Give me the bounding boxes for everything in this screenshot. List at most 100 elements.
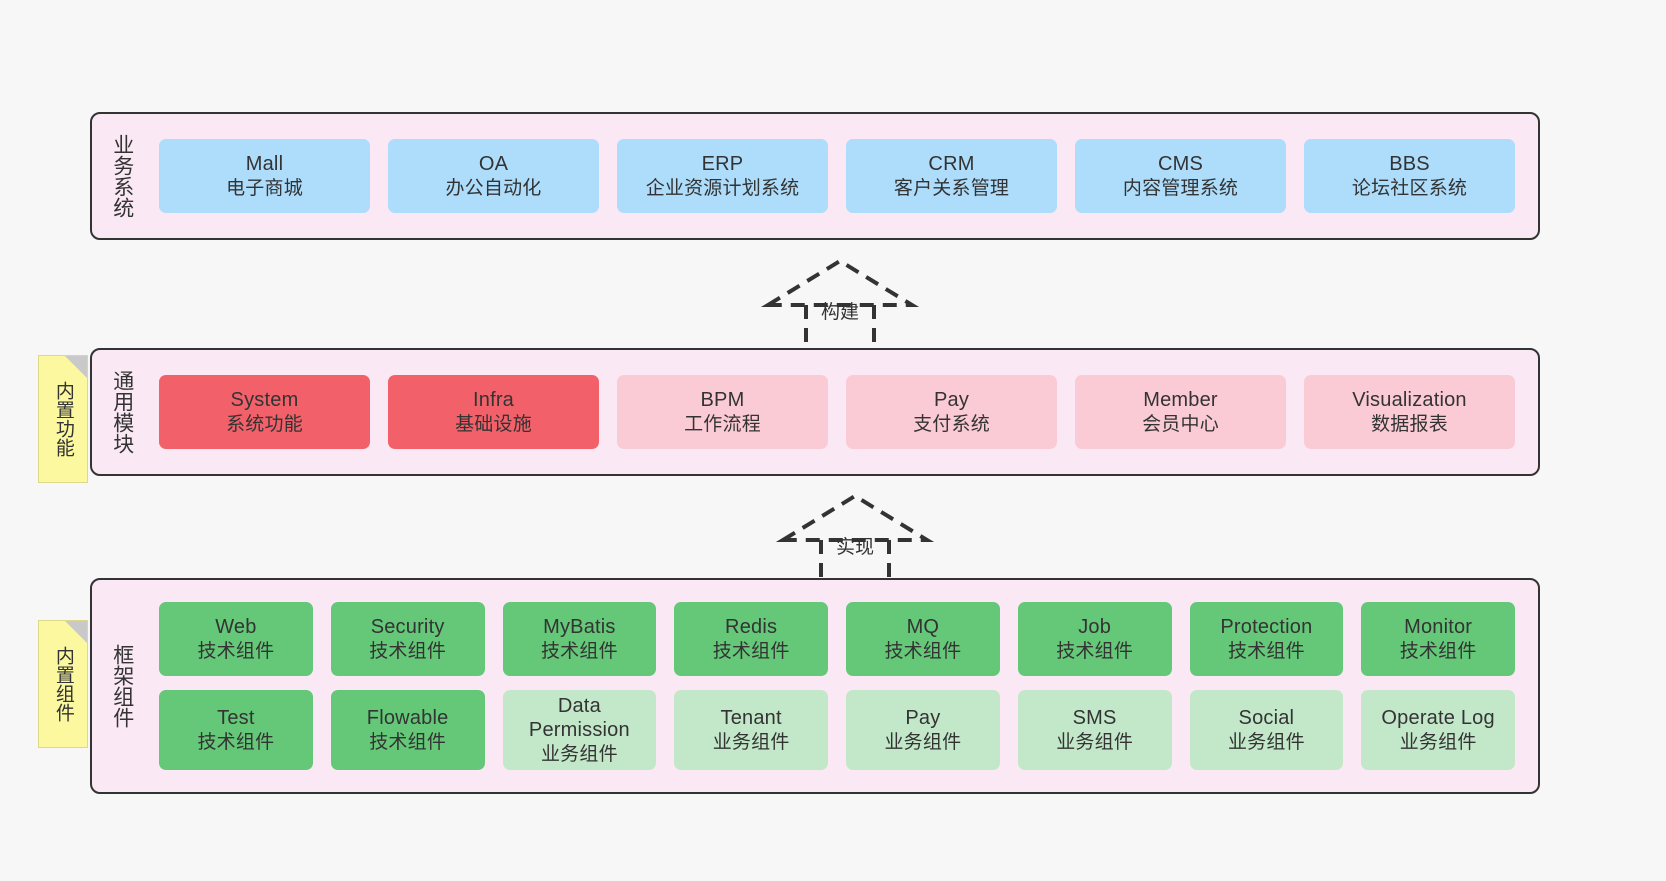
note-fold-corner-icon xyxy=(65,621,87,643)
node-subtitle: 基础设施 xyxy=(455,413,532,435)
node-title: CRM xyxy=(928,153,975,176)
node-job[interactable]: Job 技术组件 xyxy=(1017,602,1172,677)
note-label: 内置组件 xyxy=(52,646,74,722)
node-subtitle: 技术组件 xyxy=(540,640,618,662)
node-subtitle: 客户关系管理 xyxy=(893,177,1010,199)
layer-common-modules: 通用模块 System 系统功能 Infra 基础设施 BPM 工作流程 Pay… xyxy=(90,348,1540,476)
node-subtitle: 技术组件 xyxy=(369,731,447,753)
node-oa[interactable]: OA 办公自动化 xyxy=(388,139,599,213)
node-bbs[interactable]: BBS 论坛社区系统 xyxy=(1304,139,1515,213)
connector-label-build: 构建 xyxy=(820,302,860,323)
node-title: Web xyxy=(215,616,257,639)
node-title: Pay xyxy=(905,707,941,730)
node-subtitle: 业务组件 xyxy=(1056,731,1134,753)
node-title: Member xyxy=(1143,389,1218,412)
node-mybatis[interactable]: MyBatis 技术组件 xyxy=(502,602,657,677)
node-infra[interactable]: Infra 基础设施 xyxy=(388,375,599,449)
node-pay-module[interactable]: Pay 支付系统 xyxy=(846,375,1057,449)
layer-framework-components: 框架组件 Web 技术组件 Security 技术组件 MyBatis 技术组件… xyxy=(90,578,1540,794)
node-subtitle: 技术组件 xyxy=(712,640,790,662)
note-builtin-functions: 内置功能 xyxy=(38,355,88,483)
node-flowable[interactable]: Flowable 技术组件 xyxy=(330,690,485,770)
node-title: MQ xyxy=(906,616,940,639)
node-subtitle: 工作流程 xyxy=(684,413,761,435)
node-visualization[interactable]: Visualization 数据报表 xyxy=(1304,375,1515,449)
node-title: Social xyxy=(1238,707,1295,730)
node-test[interactable]: Test 技术组件 xyxy=(159,690,313,770)
node-title: ERP xyxy=(701,153,744,176)
layer-body-framework-components: Web 技术组件 Security 技术组件 MyBatis 技术组件 Redi… xyxy=(144,580,1538,792)
layer-title-common-modules: 通用模块 xyxy=(110,370,134,454)
node-protection[interactable]: Protection 技术组件 xyxy=(1189,602,1344,677)
node-subtitle: 技术组件 xyxy=(197,731,275,753)
note-builtin-components: 内置组件 xyxy=(38,620,88,748)
node-subtitle: 业务组件 xyxy=(884,731,962,753)
connector-build: 构建 xyxy=(760,255,920,355)
node-subtitle: 技术组件 xyxy=(197,640,275,662)
node-crm[interactable]: CRM 客户关系管理 xyxy=(846,139,1057,213)
node-redis[interactable]: Redis 技术组件 xyxy=(674,602,828,677)
node-title: Monitor xyxy=(1404,616,1473,639)
node-subtitle: 论坛社区系统 xyxy=(1351,177,1468,199)
node-cms[interactable]: CMS 内容管理系统 xyxy=(1075,139,1286,213)
node-pay-component[interactable]: Pay 业务组件 xyxy=(846,690,1000,770)
node-bpm[interactable]: BPM 工作流程 xyxy=(617,375,828,449)
node-title: MyBatis xyxy=(543,616,616,639)
node-title: Data Permission xyxy=(528,695,630,742)
layer-title-business-systems: 业务系统 xyxy=(110,134,134,218)
node-subtitle: 业务组件 xyxy=(540,743,618,765)
layer-title-framework-components: 框架组件 xyxy=(110,644,134,728)
framework-row-technical: Web 技术组件 Security 技术组件 MyBatis 技术组件 Redi… xyxy=(150,602,1524,677)
node-title: Infra xyxy=(472,389,515,412)
node-subtitle: 技术组件 xyxy=(1399,640,1477,662)
node-title: BBS xyxy=(1389,153,1430,176)
node-subtitle: 业务组件 xyxy=(712,731,790,753)
node-title: BPM xyxy=(700,389,745,412)
node-sms[interactable]: SMS 业务组件 xyxy=(1017,690,1172,770)
node-subtitle: 技术组件 xyxy=(369,640,447,662)
connector-shaft xyxy=(819,540,891,588)
node-member[interactable]: Member 会员中心 xyxy=(1075,375,1286,449)
node-tenant[interactable]: Tenant 业务组件 xyxy=(674,690,828,770)
node-data-permission[interactable]: Data Permission 业务组件 xyxy=(502,690,657,770)
node-system[interactable]: System 系统功能 xyxy=(159,375,370,449)
node-mq[interactable]: MQ 技术组件 xyxy=(846,602,1000,677)
connector-implement: 实现 xyxy=(775,490,935,590)
note-fold-corner-icon xyxy=(65,356,87,378)
node-social[interactable]: Social 业务组件 xyxy=(1189,690,1344,770)
layer-business-systems: 业务系统 Mall 电子商城 OA 办公自动化 ERP 企业资源计划系统 CRM… xyxy=(90,112,1540,240)
node-web[interactable]: Web 技术组件 xyxy=(159,602,313,677)
node-subtitle: 支付系统 xyxy=(913,413,990,435)
node-operate-log[interactable]: Operate Log 业务组件 xyxy=(1361,690,1515,770)
connector-shaft xyxy=(804,305,876,353)
framework-row-business: Test 技术组件 Flowable 技术组件 Data Permission … xyxy=(150,690,1524,770)
node-subtitle: 技术组件 xyxy=(884,640,962,662)
node-monitor[interactable]: Monitor 技术组件 xyxy=(1361,602,1515,677)
node-title: Redis xyxy=(725,616,778,639)
node-title: Test xyxy=(217,707,255,730)
node-subtitle: 内容管理系统 xyxy=(1122,177,1239,199)
node-title: Tenant xyxy=(720,707,782,730)
node-subtitle: 业务组件 xyxy=(1399,731,1477,753)
node-title: Operate Log xyxy=(1381,707,1495,730)
node-subtitle: 会员中心 xyxy=(1142,413,1219,435)
node-subtitle: 系统功能 xyxy=(226,413,303,435)
node-title: Flowable xyxy=(366,707,449,730)
node-subtitle: 数据报表 xyxy=(1371,413,1448,435)
node-subtitle: 企业资源计划系统 xyxy=(645,177,800,199)
node-title: CMS xyxy=(1157,153,1204,176)
node-title: Job xyxy=(1078,616,1112,639)
node-subtitle: 业务组件 xyxy=(1227,731,1305,753)
node-title: Pay xyxy=(933,389,970,412)
node-mall[interactable]: Mall 电子商城 xyxy=(159,139,370,213)
node-subtitle: 技术组件 xyxy=(1056,640,1134,662)
node-subtitle: 技术组件 xyxy=(1227,640,1305,662)
layer-body-business-systems: Mall 电子商城 OA 办公自动化 ERP 企业资源计划系统 CRM 客户关系… xyxy=(144,114,1538,238)
node-title: Protection xyxy=(1220,616,1313,639)
generalization-arrowhead xyxy=(775,493,935,542)
node-subtitle: 电子商城 xyxy=(226,177,303,199)
node-title: SMS xyxy=(1072,707,1117,730)
node-erp[interactable]: ERP 企业资源计划系统 xyxy=(617,139,828,213)
node-security[interactable]: Security 技术组件 xyxy=(330,602,485,677)
